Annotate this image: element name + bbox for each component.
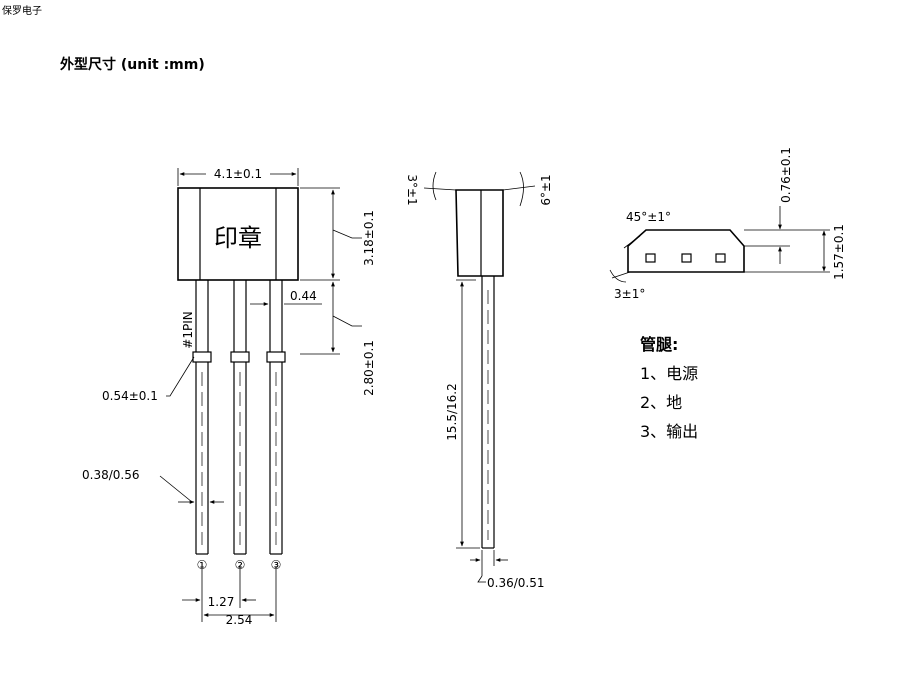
pitch-label: 1.27: [208, 595, 235, 609]
shoulder-height-label: 2.80±0.1: [362, 340, 376, 396]
width-label: 4.1±0.1: [214, 167, 262, 181]
package-body: [177, 187, 299, 281]
side-view: [423, 171, 536, 583]
lead-2: [230, 280, 250, 555]
lead-1: [192, 280, 212, 555]
right-angle-label: 6°±1: [539, 174, 553, 205]
pin-item-3: 3、输出: [640, 422, 699, 441]
chamfer-angle-label: 45°±1°: [626, 210, 671, 224]
pin-number-2: ②: [235, 558, 246, 572]
top-height-label: 0.76±0.1: [779, 147, 793, 203]
body-height-label: 3.18±0.1: [362, 210, 376, 266]
shoulder-width-label: 0.54±0.1: [102, 389, 158, 403]
pin-table-title: 管腿:: [640, 335, 679, 354]
company-name: 保罗电子: [2, 6, 42, 17]
pin1-label: #1PIN: [181, 311, 195, 348]
lead-thickness-label: 0.36/0.51: [487, 576, 544, 590]
side-body: [455, 189, 504, 277]
lead-width-label: 0.38/0.56: [82, 468, 139, 482]
total-height-label: 1.57±0.1: [832, 224, 846, 280]
pin-table: 管腿: 1、电源 2、地 3、输出: [640, 330, 698, 446]
front-view: [159, 168, 362, 622]
span-label: 2.54: [226, 613, 253, 627]
body-mark-label: 印章: [214, 224, 262, 252]
lead-3: [266, 280, 286, 555]
pin-item-2: 2、地: [640, 393, 683, 412]
lead-length-label: 15.5/16.2: [445, 383, 459, 440]
bottom-angle-label: 3±1°: [614, 287, 645, 301]
pin-number-1: ①: [197, 558, 208, 572]
page-title: 外型尺寸 (unit :mm): [60, 57, 205, 73]
pin-item-1: 1、电源: [640, 364, 699, 383]
pin-number-3: ③: [271, 558, 282, 572]
top-view: [609, 206, 830, 283]
left-angle-label: 3°±1: [405, 174, 419, 205]
top-body: [627, 229, 745, 273]
pin-gap-label: 0.44: [290, 289, 317, 303]
